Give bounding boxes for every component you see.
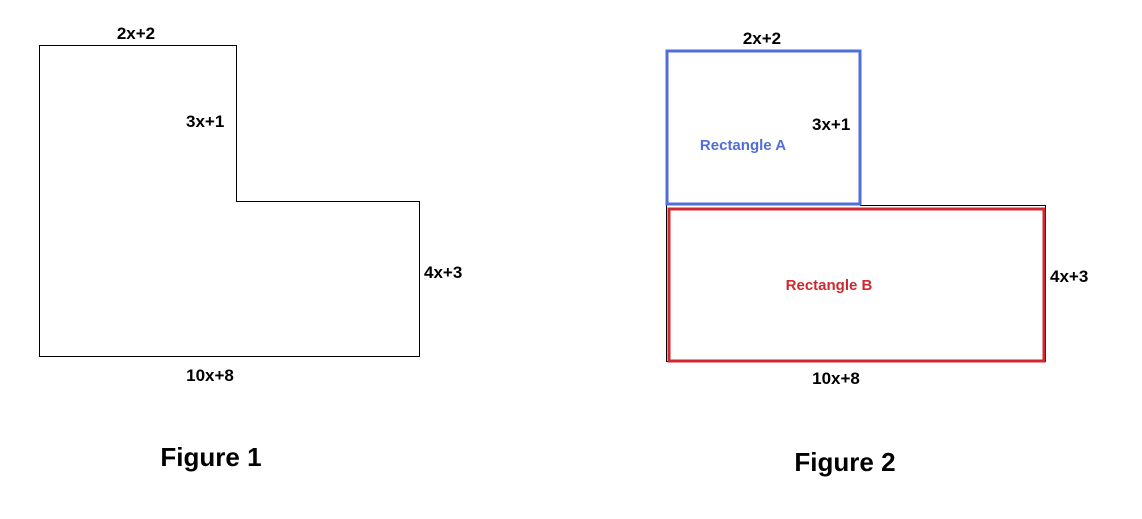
l-shape-outline xyxy=(39,45,420,357)
fig2-caption: Figure 2 xyxy=(794,447,895,477)
rectangle-a xyxy=(665,49,862,206)
figure-1: 2x+2 3x+1 4x+3 10x+8 Figure 1 xyxy=(39,24,462,472)
rectangle-b xyxy=(667,207,1046,363)
rectangle-b-label: Rectangle B xyxy=(786,277,873,294)
fig1-right-label: 4x+3 xyxy=(424,263,462,282)
fig1-top-label: 2x+2 xyxy=(117,24,155,43)
fig2-rect-a-side-label: 3x+1 xyxy=(812,115,850,134)
fig1-caption: Figure 1 xyxy=(160,442,261,472)
fig2-top-label: 2x+2 xyxy=(743,29,781,48)
fig2-right-label: 4x+3 xyxy=(1050,267,1088,286)
figure-2: 2x+2 3x+1 Rectangle A Rectangle B 4x+3 1… xyxy=(665,29,1088,477)
fig2-bottom-label: 10x+8 xyxy=(812,369,860,388)
rectangle-a-label: Rectangle A xyxy=(700,137,786,154)
fig1-bottom-label: 10x+8 xyxy=(186,366,234,385)
fig1-inner-vertical-label: 3x+1 xyxy=(186,112,224,131)
